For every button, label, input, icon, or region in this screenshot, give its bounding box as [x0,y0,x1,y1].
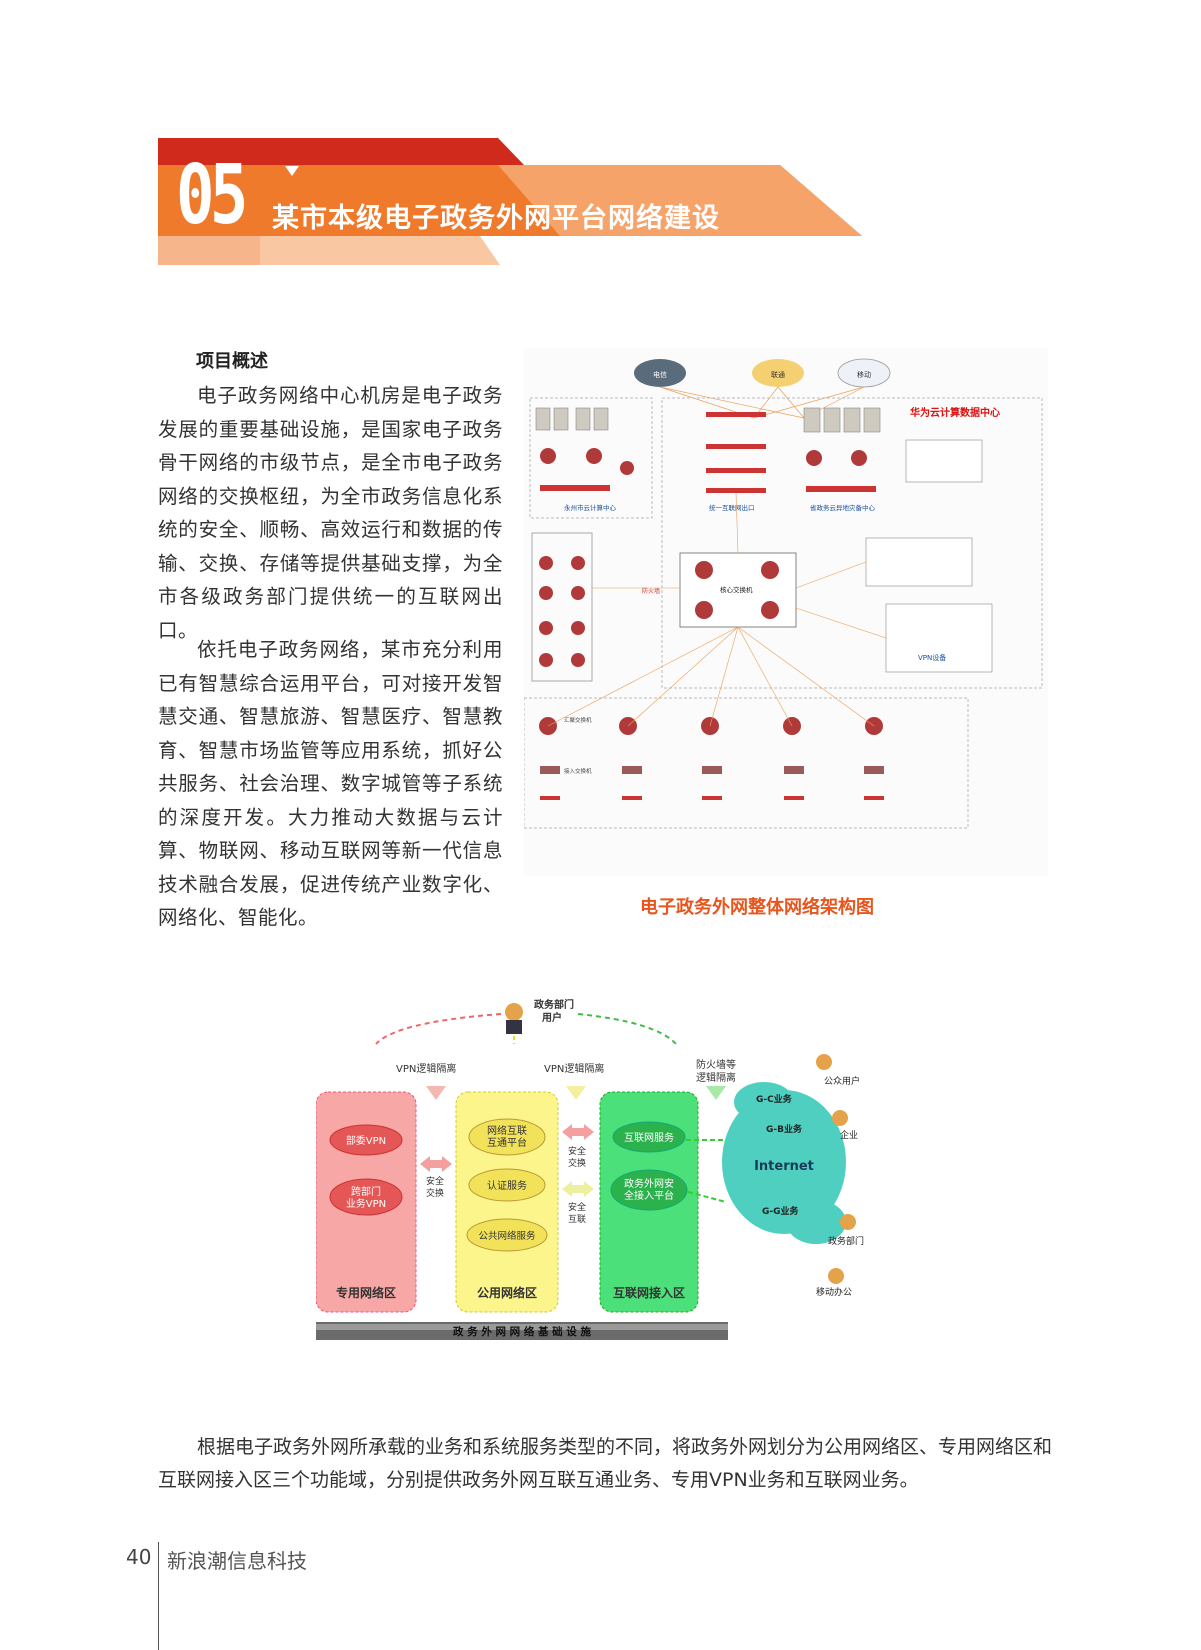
internet-item-2b: 全接入平台 [624,1189,674,1202]
private-item-2a: 跨部门 [351,1185,381,1198]
internet-item-2a: 政务外网安 [624,1177,674,1190]
gg-label: G-G业务 [762,1205,800,1217]
zone-internet-label: 互联网接入区 [613,1285,685,1300]
public-item-3: 公共网络服务 [478,1230,536,1242]
internet-cloud-label: Internet [754,1159,814,1174]
network-architecture-diagram: 电信 联通 移动 永州市云计算中心 统一互联网出口 华为云计算数据中心 省政务云… [524,348,1048,876]
svg-text:电信: 电信 [653,370,667,379]
zone-private-label: 专用网络区 [336,1285,396,1300]
access-label: 接入交换机 [564,767,592,775]
figure1-caption: 电子政务外网整体网络架构图 [640,897,874,918]
vpn-isolation-2: VPN逻辑隔离 [544,1062,604,1075]
overview-heading: 项目概述 [196,351,268,372]
top-user-label-2: 用户 [541,1011,562,1024]
public-item-1b: 互通平台 [487,1136,527,1149]
cloud-telecom: 电信 [634,359,686,387]
center-exit-label: 统一互联网出口 [709,503,755,512]
gb-label: G-B业务 [766,1123,803,1135]
exchange-1a: 安全 [426,1175,444,1187]
cloud-unicom: 联通 [752,359,804,387]
firewall-label: 防火墙 [642,587,660,595]
left-dc-label: 永州市云计算中心 [564,503,617,512]
public-item-1a: 网络互联 [487,1124,527,1137]
overview-paragraph-1: 电子政务网络中心机房是电子政务发展的重要基础设施，是国家电子政务骨干网络的市级节… [158,384,503,642]
vpn-label: VPN设备 [918,653,946,662]
core-label: 核心交换机 [720,585,753,594]
svg-text:联通: 联通 [771,370,785,379]
vpn-isolation-1: VPN逻辑隔离 [396,1062,456,1075]
overview-paragraph-2: 依托电子政务网络，某市充分利用已有智慧综合运用平台，可对接开发智慧交通、智慧旅游… [158,638,503,929]
section-title: 某市本级电子政务外网平台网络建设 [272,203,720,234]
internet-item-1: 互联网服务 [624,1131,674,1144]
gov-dept-label: 政务部门 [828,1235,864,1247]
mobile-office-label: 移动办公 [816,1286,852,1298]
top-user-label-1: 政务部门 [534,998,574,1011]
infrastructure-label: 政 务 外 网 网 络 基 础 设 施 [453,1325,591,1338]
private-item-1: 部委VPN [346,1134,386,1147]
firewall-isolation-2: 逻辑隔离 [696,1071,736,1084]
interconnect-b: 互联 [568,1214,586,1225]
gc-label: G-C业务 [756,1093,793,1105]
public-user-label: 公众用户 [824,1075,860,1087]
firewall-isolation-1: 防火墙等 [696,1058,736,1071]
aggregation-label: 汇聚交换机 [564,716,592,724]
public-item-2: 认证服务 [487,1179,527,1192]
footer-divider [158,1542,159,1650]
right-dc-title: 华为云计算数据中心 [910,406,1000,419]
network-zones-diagram: 政务部门 用户 VPN逻辑隔离 VPN逻辑隔离 防火墙等 逻辑隔离 部委VPN … [316,998,864,1340]
publication-name: 新浪潮信息科技 [167,1549,307,1573]
header-banner [158,138,862,265]
right-dc-label: 省政务云异地灾备中心 [810,503,876,512]
private-item-2b: 业务VPN [346,1197,386,1210]
exchange-2a: 安全 [568,1145,586,1157]
section-number: 05 [176,148,248,243]
interconnect-a: 安全 [568,1201,586,1213]
page-number: 40 [126,1545,152,1569]
svg-text:移动: 移动 [857,370,871,379]
body-paragraph: 根据电子政务外网所承载的业务和系统服务类型的不同，将政务外网划分为公用网络区、专… [158,1436,1053,1491]
zone-public-label: 公用网络区 [477,1285,537,1300]
cloud-mobile: 移动 [837,358,891,388]
enterprise-label: 企业 [840,1129,858,1141]
exchange-2b: 交换 [568,1157,586,1169]
exchange-1b: 交换 [426,1187,444,1199]
